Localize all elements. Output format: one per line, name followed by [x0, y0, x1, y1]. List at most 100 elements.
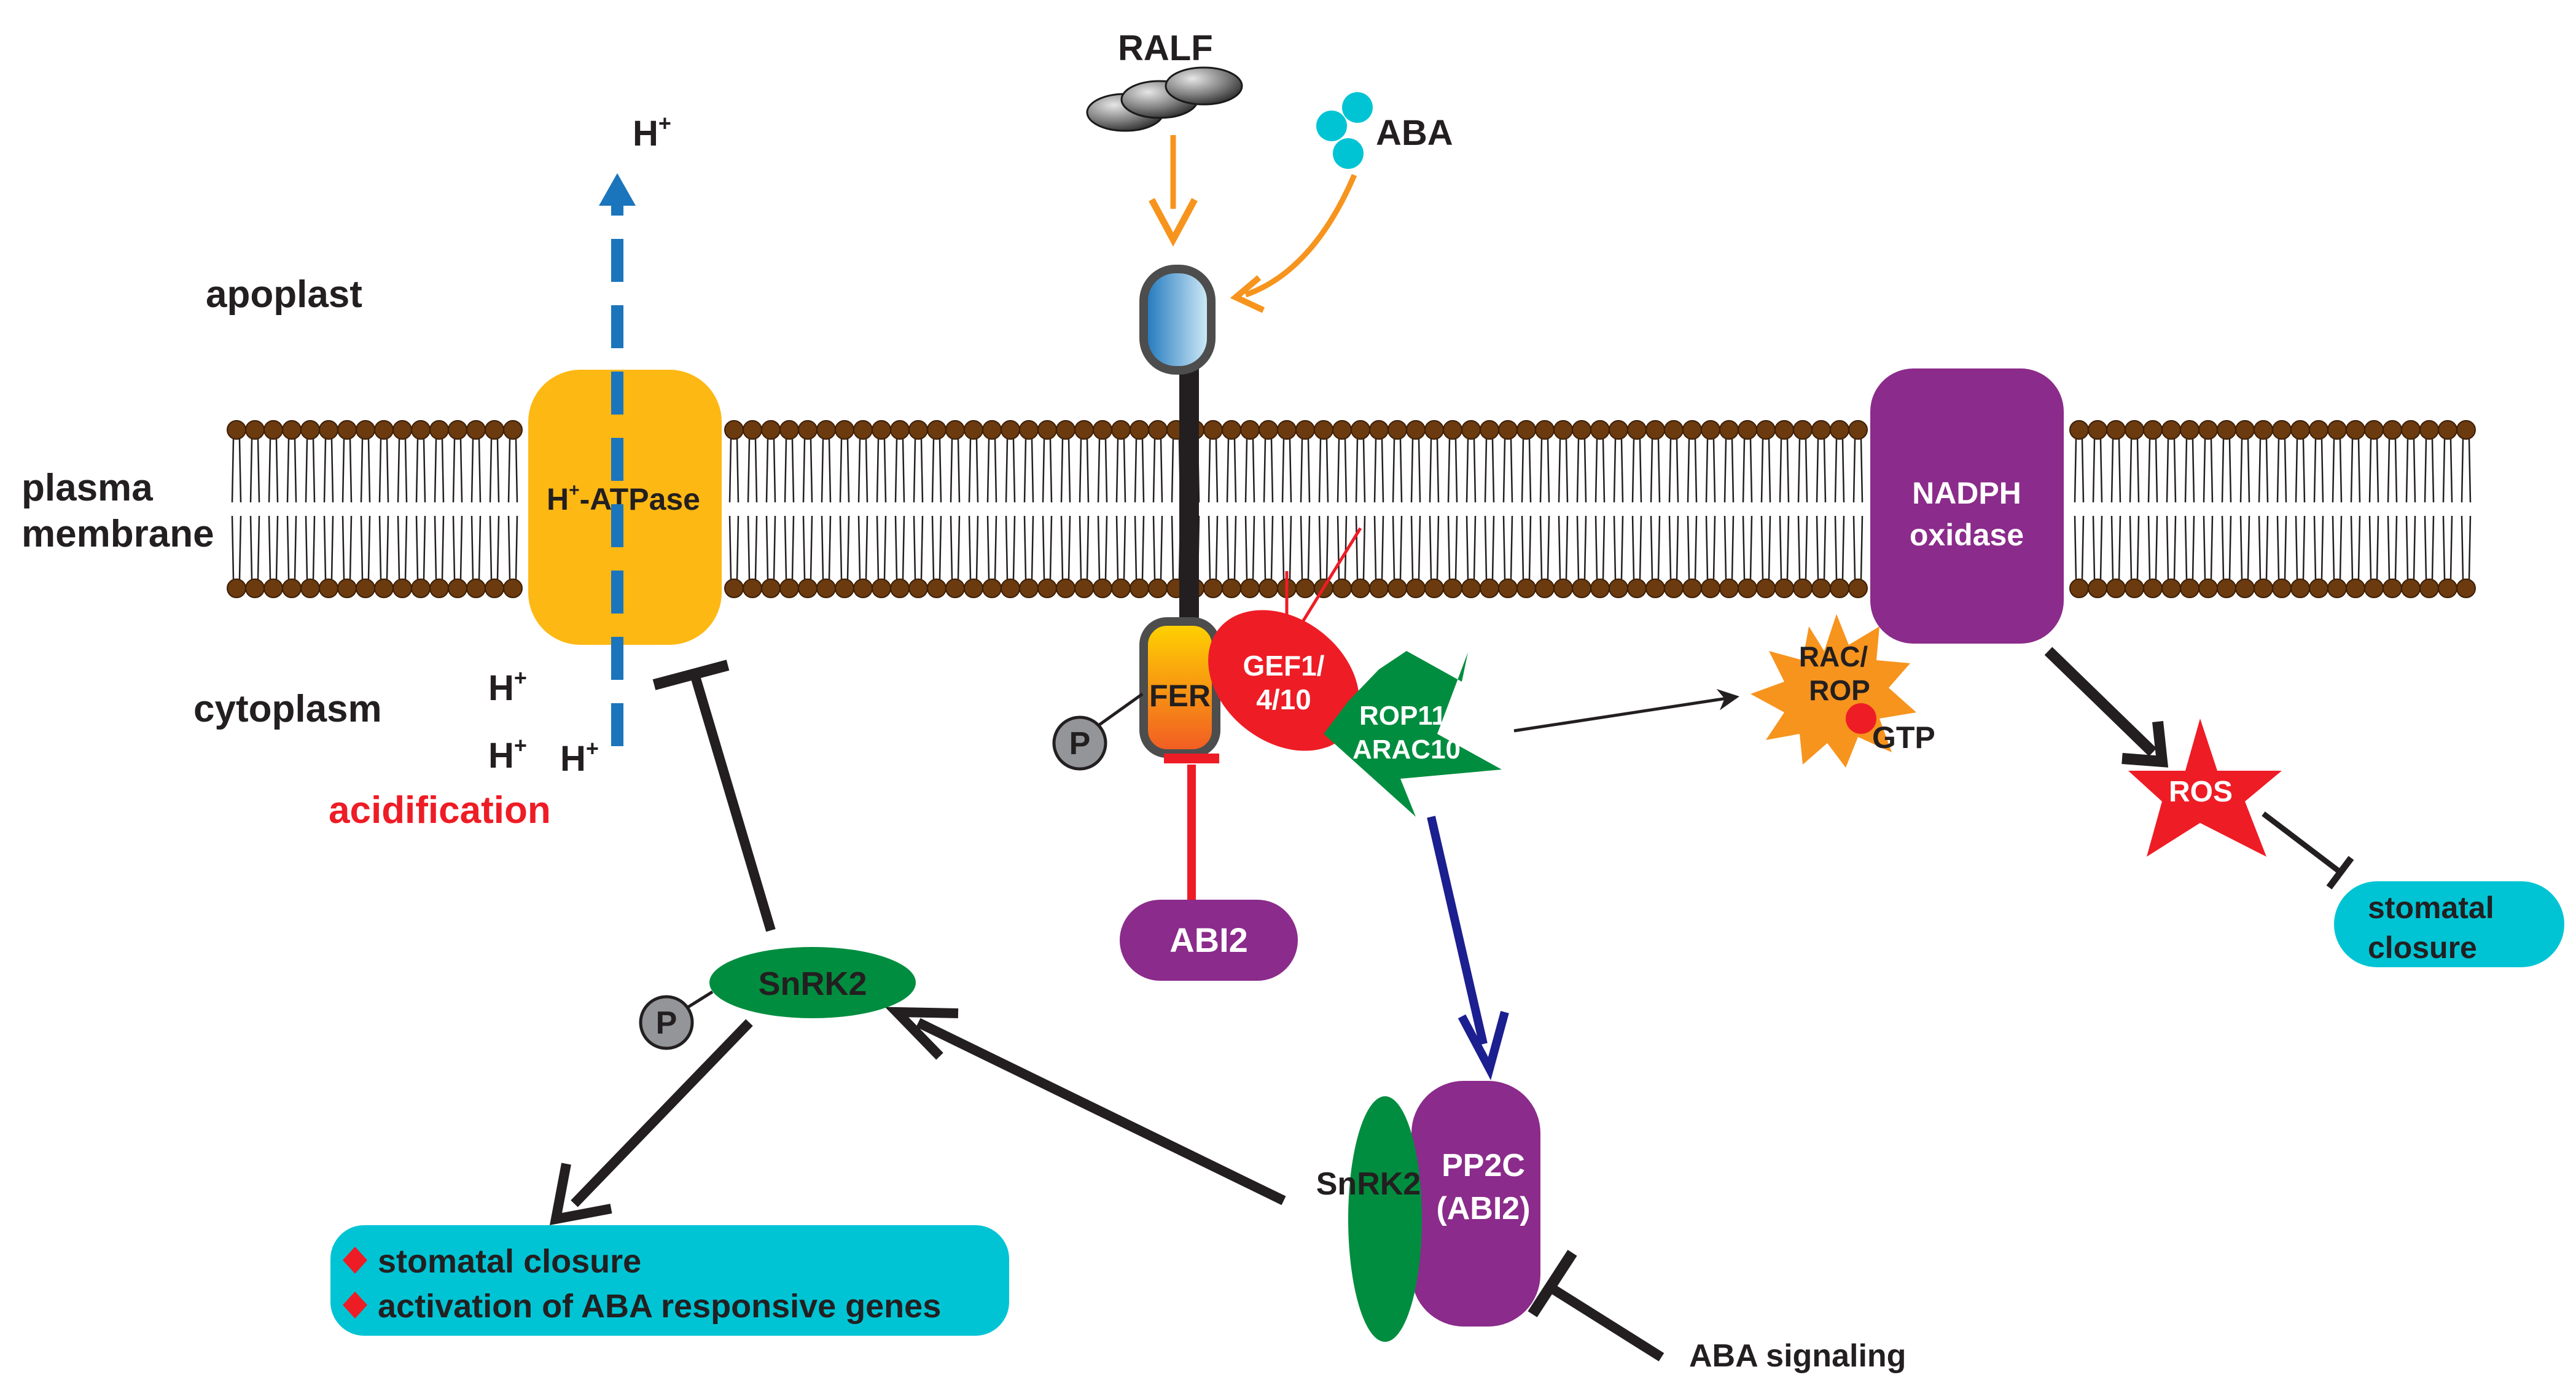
- lipid-tail: [1270, 515, 1274, 580]
- stomatal-closure-right-line1: stomatal: [2368, 890, 2494, 925]
- lipid-tail: [1086, 515, 1090, 580]
- lipid-head: [2272, 420, 2292, 440]
- lipid-tail: [2449, 515, 2453, 580]
- lipid-tail: [1031, 438, 1034, 503]
- lipid-head: [1793, 579, 1813, 598]
- lipid-head: [798, 579, 818, 598]
- lipid-tail: [1768, 438, 1771, 503]
- lipid-head: [927, 579, 946, 598]
- lipid-tail: [1760, 438, 1764, 503]
- lipid-head: [1019, 579, 1039, 598]
- outcome-bullet-1: stomatal closure: [378, 1243, 641, 1280]
- lipid-tail: [2339, 515, 2343, 580]
- lipid-tail: [1079, 515, 1082, 580]
- lipid-tail: [257, 438, 260, 503]
- lipid-tail: [1300, 515, 1303, 580]
- lipid-tail: [857, 438, 861, 503]
- lipid-tail: [1012, 438, 1016, 503]
- lipid-head: [2364, 579, 2384, 598]
- lipid-tail: [2239, 438, 2243, 503]
- lipid-head: [1369, 579, 1389, 598]
- lipid-tail: [1233, 438, 1237, 503]
- lipid-tail: [784, 438, 787, 503]
- lipid-head: [337, 579, 357, 598]
- lipid-tail: [1823, 515, 1827, 580]
- lipid-head: [1498, 579, 1518, 598]
- aba-signaling-label: ABA signaling: [1689, 1338, 1906, 1374]
- lipid-tail: [231, 438, 235, 503]
- lipid-head: [1848, 579, 1868, 598]
- lipid-head: [761, 579, 781, 598]
- lipid-tail: [1602, 438, 1606, 503]
- lipid-tail: [1344, 515, 1348, 580]
- lipid-tail: [1399, 438, 1403, 503]
- lipid-tail: [459, 515, 463, 580]
- lipid-head: [1811, 420, 1831, 440]
- lipid-head: [1093, 420, 1112, 440]
- snrk2-to-outcomes-arrow: [571, 1019, 753, 1207]
- fer-phospho-link: [1098, 692, 1144, 727]
- aba-molecules: [1316, 92, 1373, 169]
- lipid-tail: [2368, 515, 2372, 580]
- lipid-tail: [452, 515, 456, 580]
- h-atpase-body: [528, 370, 722, 645]
- lipid-tail: [950, 515, 953, 580]
- lipid-tail: [470, 438, 474, 503]
- lipid-tail: [1418, 515, 1421, 580]
- lipid-head: [2346, 420, 2365, 440]
- lipid-tail: [1594, 438, 1598, 503]
- gef-node: [1208, 610, 1359, 751]
- lipid-tail: [1447, 515, 1451, 580]
- lipid-tail: [2129, 438, 2133, 503]
- lipid-tail: [1152, 438, 1156, 503]
- lipid-tail: [1252, 438, 1255, 503]
- lipid-tail: [1805, 438, 1808, 503]
- lipid-head: [1848, 420, 1868, 440]
- lipid-tail: [1123, 515, 1126, 580]
- ralf-label: RALF: [1118, 28, 1213, 68]
- lipid-tail: [1565, 438, 1569, 503]
- lipid-tail: [323, 438, 327, 503]
- lipid-tail: [828, 438, 832, 503]
- lipid-tail: [1281, 515, 1285, 580]
- lipid-tail: [1466, 515, 1469, 580]
- lipid-head: [1332, 579, 1352, 598]
- lipid-tail: [268, 515, 271, 580]
- lipid-head: [2088, 420, 2107, 440]
- lipid-tail: [2313, 515, 2317, 580]
- lipid-tail: [268, 438, 271, 503]
- lipid-tail: [1031, 515, 1034, 580]
- lipid-tail: [1373, 438, 1377, 503]
- lipid-tail: [2129, 515, 2133, 580]
- lipid-tail: [784, 515, 787, 580]
- lipid-tail: [986, 515, 990, 580]
- lipid-tail: [1731, 438, 1735, 503]
- lipid-tail: [920, 515, 924, 580]
- lipid-head: [448, 579, 467, 598]
- pp2c-label-line1: PP2C: [1442, 1148, 1525, 1183]
- lipid-head: [1111, 420, 1131, 440]
- lipid-tail: [1012, 515, 1016, 580]
- lipid-head: [374, 420, 394, 440]
- lipid-tail: [231, 515, 235, 580]
- lipid-tail: [1510, 515, 1513, 580]
- lipid-tail: [765, 515, 769, 580]
- lipid-head: [2254, 420, 2273, 440]
- lipid-tail: [1558, 515, 1561, 580]
- lipid-head: [1461, 579, 1481, 598]
- lipid-tail: [507, 515, 511, 580]
- lipid-head: [1295, 579, 1315, 598]
- lipid-head: [2069, 420, 2089, 440]
- plasma-membrane-bilayer: [227, 420, 2476, 598]
- lipid-head: [982, 420, 1002, 440]
- lipid-tail: [312, 515, 316, 580]
- lipid-tail: [1712, 515, 1716, 580]
- pp2c-label-line2: (ABI2): [1436, 1191, 1530, 1226]
- lipid-tail: [1392, 438, 1395, 503]
- lipid-head: [1830, 420, 1849, 440]
- lipid-tail: [478, 438, 482, 503]
- lipid-tail: [865, 515, 868, 580]
- lipid-tail: [1171, 438, 1174, 503]
- h-atpase: H+-ATPase: [528, 370, 722, 645]
